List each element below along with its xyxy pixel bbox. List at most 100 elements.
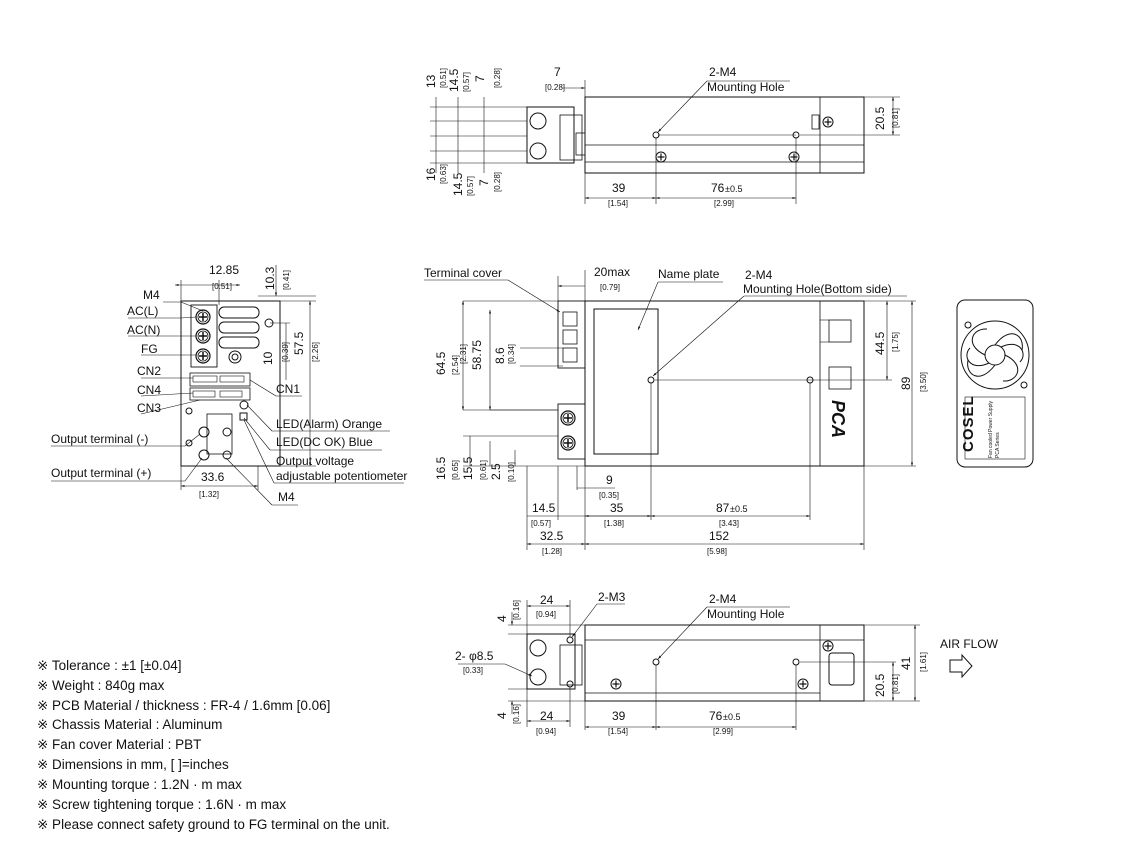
bottom-dim-20-5: 20.5: [873, 673, 887, 697]
side-dim-9-in: [0.35]: [599, 491, 619, 500]
top-dim-top-7-in: [0.28]: [545, 83, 565, 92]
top-view: [430, 80, 900, 204]
note-chassis: ※ Chassis Material : Aluminum: [37, 717, 223, 732]
top-callout-line2: Mounting Hole: [707, 80, 785, 94]
top-callout-line1: 2-M4: [709, 65, 737, 79]
label-m4: M4: [143, 288, 160, 302]
end-small-text1: Fan cooled Power Supply: [988, 401, 994, 458]
front-dim-12-85: 12.85: [209, 263, 239, 277]
side-dim-20max-in: [0.79]: [600, 283, 620, 292]
note-weight: ※ Weight : 840g max: [37, 678, 165, 693]
front-dim-12-85-in: [0.51]: [212, 282, 232, 291]
side-dim-35: 35: [610, 501, 624, 515]
top-dim-76-in: [2.99]: [714, 199, 734, 208]
side-dim-15-5-in: [0.61]: [479, 460, 488, 480]
bottom-dim-4: 4: [495, 615, 509, 622]
side-dim-64-5-in: [2.54]: [451, 355, 460, 375]
label-potentiometer: adjustable potentiometer: [276, 469, 407, 483]
side-dim-58-75-in: [2.31]: [459, 344, 468, 364]
side-callout-line2: Mounting Hole(Bottom side): [743, 282, 892, 296]
label-cn2: CN2: [137, 364, 161, 378]
bottom-callout-m3: 2-M3: [598, 590, 626, 604]
top-dim-16: 16: [424, 167, 438, 181]
top-dim-b14-5: 14.5: [451, 172, 465, 196]
label-output-voltage: Output voltage: [276, 454, 354, 468]
fan-guard: [960, 320, 1030, 390]
bottom-dim-b4: 4: [495, 712, 509, 719]
top-dim-76: 76: [711, 181, 725, 195]
label-air-flow: AIR FLOW: [940, 637, 999, 651]
front-dim-33-6: 33.6: [201, 470, 225, 484]
label-ac-l: AC(L): [127, 304, 158, 318]
bottom-dim-b4-in: [0.16]: [512, 704, 521, 724]
bottom-dim-b24: 24: [540, 709, 554, 723]
end-view-labels: COSEL Fan cooled Power Supply PCA Series: [960, 395, 1001, 458]
side-dim-89-in: [3.50]: [919, 372, 928, 392]
side-view: [424, 270, 916, 550]
side-dim-87-tol: ±0.5: [730, 504, 747, 514]
side-dim-20max: 20max: [594, 265, 630, 279]
label-ac-n: AC(N): [127, 323, 160, 337]
model-marking: PCA: [828, 400, 848, 438]
bottom-view-labels: 4 [0.16] 24 [0.94] 2-M3 2-M4 Mounting Ho…: [455, 590, 999, 736]
side-dim-14-5: 14.5: [532, 501, 556, 515]
front-dim-57-5: 57.5: [292, 331, 306, 355]
air-flow-arrow-icon: [949, 653, 973, 679]
bottom-callout-m4-line1: 2-M4: [709, 592, 737, 606]
side-dim-58-75: 58.75: [470, 340, 484, 370]
side-dim-44-5: 44.5: [873, 331, 887, 355]
end-view-panel: [956, 299, 1034, 468]
top-dim-39: 39: [612, 181, 626, 195]
bottom-view-chassis: [584, 624, 865, 702]
label-cn3: CN3: [137, 401, 161, 415]
side-dim-152: 152: [709, 529, 729, 543]
bottom-dim-hole-in: [0.33]: [463, 666, 483, 675]
note-safety-ground: ※ Please connect safety ground to FG ter…: [37, 817, 390, 832]
name-plate: [593, 308, 659, 455]
side-dim-64-5: 64.5: [434, 351, 448, 375]
top-dim-14-5-in: [0.57]: [462, 72, 471, 92]
top-dim-b14-5-in: [0.57]: [466, 176, 475, 196]
label-cn1: CN1: [276, 382, 300, 396]
label-output-plus: Output terminal (+): [51, 466, 151, 480]
side-callout-line1: 2-M4: [745, 268, 773, 282]
top-dim-13: 13: [424, 74, 438, 88]
side-dim-16-5-in: [0.65]: [451, 460, 460, 480]
top-dim-7: 7: [473, 75, 487, 82]
top-dim-7-in: [0.28]: [493, 68, 502, 88]
front-dim-10: 10: [261, 351, 275, 365]
bottom-dim-41-in: [1.61]: [919, 652, 928, 672]
side-dim-9: 9: [606, 473, 613, 487]
label-led-alarm: LED(Alarm) Orange: [276, 417, 382, 431]
note-mounting-torque: ※ Mounting torque : 1.2N · m max: [37, 777, 242, 792]
bottom-dim-39-in: [1.54]: [608, 727, 628, 736]
end-view: [956, 299, 1034, 468]
top-dim-13-in: [0.51]: [439, 68, 448, 88]
top-dim-b7: 7: [477, 179, 491, 186]
front-dim-10-in: [0.39]: [281, 342, 290, 362]
bottom-dim-76-tol: ±0.5: [723, 712, 740, 722]
side-dim-87-in: [3.43]: [719, 519, 739, 528]
top-dim-14-5: 14.5: [447, 68, 461, 92]
note-dimensions: ※ Dimensions in mm, [ ]=inches: [37, 757, 229, 772]
side-dim-2-5: 2.5: [489, 463, 503, 480]
label-cn4: CN4: [137, 383, 161, 397]
bottom-callout-m4-line2: Mounting Hole: [707, 607, 785, 621]
bottom-dim-hole: 2- φ8.5: [455, 649, 494, 663]
side-dim-87: 87: [716, 501, 730, 515]
bottom-dim-76-in: [2.99]: [713, 727, 733, 736]
label-led-dcok: LED(DC OK) Blue: [276, 435, 373, 449]
side-dim-8-6: 8.6: [493, 347, 507, 364]
bottom-dim-20-5-in: [0.81]: [891, 674, 900, 694]
side-dim-16-5: 16.5: [434, 456, 448, 480]
side-dim-14-5-in: [0.57]: [531, 519, 551, 528]
bottom-dim-24-in: [0.94]: [536, 610, 556, 619]
note-pcb: ※ PCB Material / thickness : FR-4 / 1.6m…: [37, 698, 331, 713]
note-fan-cover: ※ Fan cover Material : PBT: [37, 737, 202, 752]
side-dim-8-6-in: [0.34]: [507, 344, 516, 364]
side-dim-89: 89: [899, 376, 913, 390]
front-dim-10-3-in: [0.41]: [282, 270, 291, 290]
side-view-chassis: [584, 300, 865, 467]
bottom-dim-41: 41: [899, 656, 913, 670]
